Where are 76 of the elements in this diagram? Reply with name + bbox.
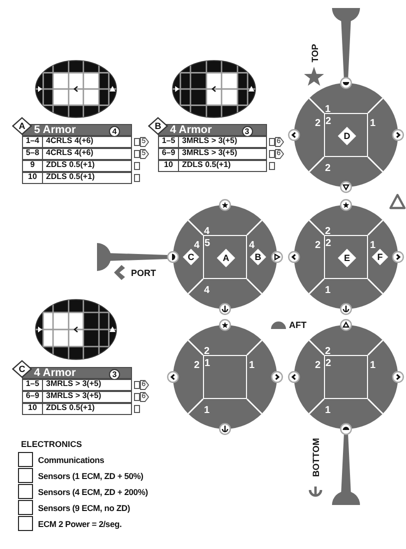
armor-value: 1 (370, 118, 376, 129)
weapon-entry: ZDLS 0.5(+1) (46, 161, 95, 170)
armor-value: 1 (325, 285, 331, 296)
center-square (324, 113, 368, 157)
armor-value: 4 (204, 285, 210, 296)
center-square (203, 355, 247, 399)
roll-range: 6–9 (23, 392, 43, 402)
weapon-entry: 3MRLS > 3(+5) (46, 380, 102, 389)
armor-value: 2 (326, 358, 332, 369)
center-square (324, 355, 368, 399)
weapon-entry: ZDLS 0.5(+1) (46, 173, 95, 182)
value-circle: 3 (109, 368, 120, 380)
weapon-entry: 3MRLS > 3(+5) (182, 149, 238, 158)
roll-range: 10 (23, 173, 43, 182)
letter-diamond: E (337, 248, 357, 268)
armor-value: 2 (325, 226, 331, 237)
armor-value: 4 (249, 240, 255, 251)
weapon-entry: 4CRLS 4(+6) (46, 137, 94, 146)
center-square (324, 235, 368, 279)
weapon-entry: 3MRLS > 3(+5) (182, 137, 238, 146)
armor-value: 2 (315, 118, 321, 129)
center-square (203, 235, 247, 279)
armor-title: 4 Armor (170, 124, 212, 136)
armor-value: 2 (326, 238, 332, 249)
armor-value: 1 (325, 405, 331, 416)
armor-value: 1 (204, 358, 210, 369)
armor-value: 2 (326, 116, 332, 127)
section-heading: ELECTRONICS (21, 439, 82, 449)
roll-range: 6–9 (159, 149, 179, 158)
roll-range: 10 (159, 161, 179, 170)
armor-value: 2 (204, 346, 210, 357)
weapon-entry: ZDLS 0.5(+1) (182, 161, 231, 170)
roll-range: 10 (23, 404, 43, 414)
armor-value: 2 (315, 240, 321, 251)
system-label: ECM 2 Power = 2/seg. (38, 519, 122, 529)
armor-location-circle (294, 83, 398, 187)
roll-range: 5–8 (23, 149, 43, 158)
armor-value: 1 (370, 240, 376, 251)
armor-location-circle (173, 325, 277, 429)
direction-label: AFT (289, 320, 306, 330)
weapon-entry: 4CRLS 4(+6) (46, 149, 94, 158)
letter-diamond: A (216, 248, 236, 268)
letter-diamond: C (182, 248, 200, 266)
system-label: Sensors (4 ECM, ZD + 200%) (38, 487, 148, 497)
system-label: Sensors (9 ECM, no ZD) (38, 503, 130, 513)
weapon-entry: 3MRLS > 3(+5) (46, 392, 102, 401)
armor-value: 5 (204, 238, 210, 249)
armor-value: 2 (315, 360, 321, 371)
letter-diamond: F (371, 248, 389, 266)
armor-value: 4 (204, 226, 210, 237)
armor-value: 2 (325, 163, 331, 174)
armor-title: 5 Armor (34, 124, 76, 136)
roll-range: 1–4 (23, 137, 43, 146)
system-label: Communications (38, 455, 104, 465)
armor-value: 4 (194, 240, 200, 251)
direction-label: PORT (131, 268, 156, 278)
roll-range: 1–5 (159, 137, 179, 146)
value-circle: 3 (242, 126, 252, 136)
armor-value: 1 (204, 405, 210, 416)
armor-value: 2 (194, 360, 200, 371)
system-label: Sensors (1 ECM, ZD + 50%) (38, 471, 144, 481)
direction-label: BOTTOM (311, 438, 321, 477)
armor-location-circle (173, 205, 277, 309)
armor-title: 4 Armor (34, 367, 76, 379)
armor-value: 2 (325, 346, 331, 357)
letter-diamond: D (337, 126, 357, 146)
direction-label: TOP (310, 44, 320, 62)
value-circle: 4 (109, 126, 120, 136)
armor-location-circle (294, 205, 398, 309)
weapon-entry: ZDLS 0.5(+1) (46, 404, 95, 413)
roll-range: 1–5 (23, 380, 43, 390)
armor-value: 1 (370, 360, 376, 371)
letter-diamond: B (249, 248, 267, 266)
roll-range: 9 (23, 161, 43, 170)
armor-value: 1 (325, 104, 331, 115)
armor-value: 1 (249, 360, 255, 371)
